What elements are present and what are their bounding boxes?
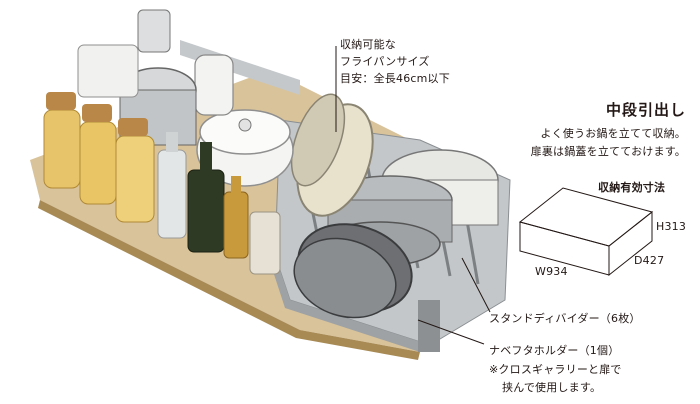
- drawer-back-wall: [180, 40, 300, 95]
- callout-divider: スタンドディバイダー（6枚）: [489, 312, 641, 325]
- white-pot-lid: [199, 109, 291, 155]
- callout-lid-line1: ナベフタホルダー（1個）: [489, 344, 620, 357]
- callout-frypan-line1: 収納可能な: [340, 38, 396, 51]
- canister-1: [77, 44, 139, 98]
- pot-tray-front: [270, 255, 430, 352]
- section-desc-line2: 扉裏は鍋蓋を立てておけます。: [530, 145, 686, 158]
- section-title: 中段引出し: [605, 101, 686, 119]
- canister-2: [137, 9, 171, 53]
- lid-2: [293, 237, 397, 319]
- bottles: [157, 132, 249, 259]
- dimension-depth: D427: [634, 254, 665, 267]
- callout-frypan-line2: フライパンサイズ: [340, 55, 430, 68]
- pasta-jars: [43, 92, 155, 223]
- frypan-2: [290, 93, 346, 187]
- dimensions-heading: 収納有効寸法: [598, 181, 666, 194]
- callout-frypan-line3: 目安：全長46cm以下: [340, 72, 450, 85]
- drawer-illustration: [30, 9, 511, 360]
- callout-lid-line2: ※クロスギャラリーと扉で: [489, 363, 622, 376]
- drawer-rail: [418, 300, 440, 352]
- dimension-box: [518, 187, 654, 277]
- section-desc-line1: よく使うお鍋を立てて収納。: [540, 127, 686, 140]
- white-pot-knob: [238, 118, 252, 132]
- pitcher: [194, 54, 234, 116]
- spice-jar: [249, 211, 281, 275]
- dimension-width: W934: [535, 265, 568, 278]
- callout-lid-line3: 挟んで使用します。: [502, 381, 602, 394]
- dimension-height: H313: [656, 220, 687, 233]
